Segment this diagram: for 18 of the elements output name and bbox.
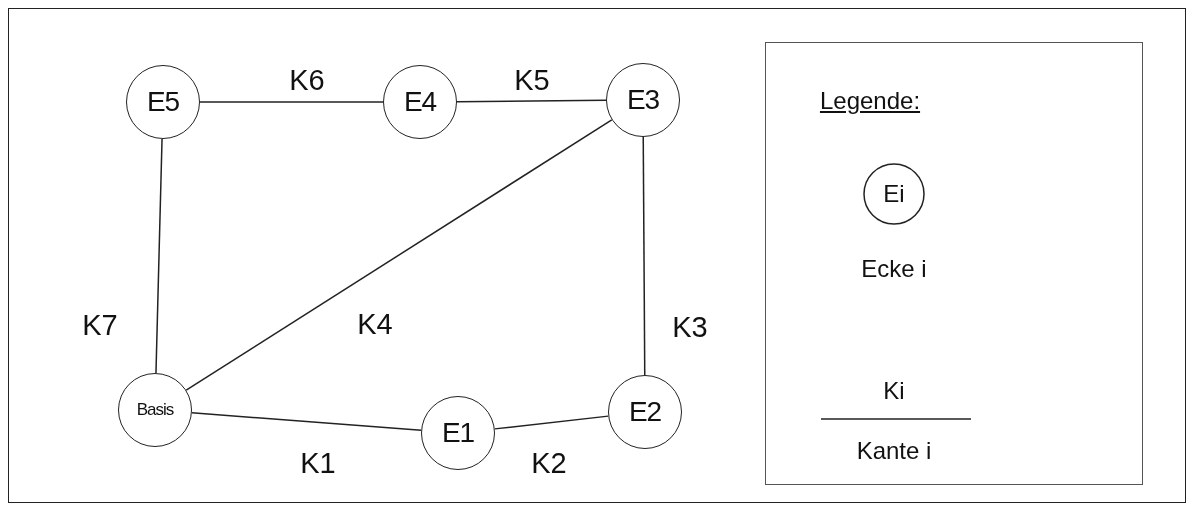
- legend-text: Ecke i: [861, 255, 927, 283]
- connector-line: [185, 119, 613, 391]
- connector-line: [191, 412, 422, 431]
- connector-line: [155, 138, 163, 374]
- connector-line: [456, 99, 607, 103]
- node-label: E5: [146, 86, 180, 118]
- node-label: Basis: [136, 400, 174, 420]
- legend-sample-label: Ki: [883, 377, 905, 405]
- legend-sample-label: Ei: [883, 180, 905, 208]
- node-label: E4: [403, 86, 437, 118]
- node-label: E3: [626, 84, 660, 116]
- connector-line: [494, 415, 609, 430]
- connector-line: [642, 136, 646, 376]
- node-label: E1: [441, 417, 475, 449]
- node-label: E2: [628, 396, 662, 428]
- legend-text: Kante i: [856, 437, 932, 465]
- connector-line: [199, 101, 384, 103]
- legend-title: Legende:: [819, 87, 921, 115]
